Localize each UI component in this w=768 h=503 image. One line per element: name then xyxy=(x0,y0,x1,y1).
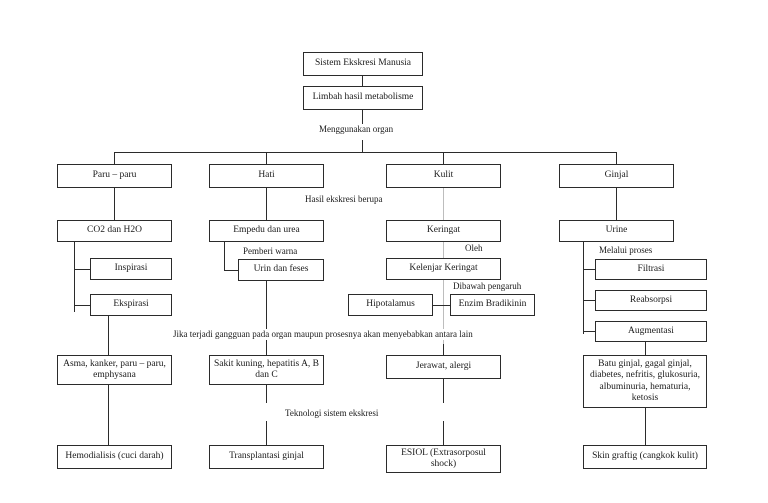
node-inspiration: Inspirasi xyxy=(90,258,172,280)
connector-liver-to-urine-feces xyxy=(224,270,238,271)
edge-label-by: Oleh xyxy=(463,243,485,254)
connector-disorder-lungs-down xyxy=(108,385,109,445)
connector-waste-down xyxy=(362,110,363,124)
connector-skin-to-disorder xyxy=(443,344,444,355)
connector-lungs-sub-spine xyxy=(74,242,75,312)
edge-label-under-influence: Dibawah pengaruh xyxy=(451,281,524,292)
node-sweat-gland: Kelenjar Keringat xyxy=(386,258,501,280)
bus-drop-skin xyxy=(443,152,444,164)
node-organ-liver: Hati xyxy=(209,164,324,188)
connector-urine-feces-to-disorder xyxy=(266,281,267,355)
node-product-liver: Empedu dan urea xyxy=(209,220,324,242)
connector-disorder-liver-down2 xyxy=(266,421,267,445)
node-product-kidney: Urine xyxy=(559,220,674,242)
connector-kidney-to-filtration xyxy=(583,269,595,270)
connector-augmentation-to-disorder xyxy=(645,342,646,355)
node-urine-feces: Urin dan feses xyxy=(238,259,324,281)
edge-label-through-process: Melalui proses xyxy=(597,245,655,256)
node-product-skin: Keringat xyxy=(386,220,501,242)
connector-lungs-to-inspiration xyxy=(74,269,90,270)
node-bradykinin-enzyme: Enzim Bradikinin xyxy=(450,294,535,316)
node-disorder-liver: Sakit kuning, hepatitis A, B dan C xyxy=(209,355,324,385)
connector-disorder-skin-down xyxy=(443,379,444,403)
node-filtration: Filtrasi xyxy=(595,259,707,280)
connector-uses-organ-down xyxy=(362,140,363,152)
connector-lungs-to-expiration xyxy=(74,305,90,306)
node-organ-kidney: Ginjal xyxy=(559,164,674,188)
node-reabsorption: Reabsorpsi xyxy=(595,290,707,311)
connector-liver-to-product xyxy=(266,188,267,220)
connector-kidney-to-product xyxy=(616,188,617,220)
connector-skin-to-product xyxy=(443,188,444,220)
node-organ-lungs: Paru – paru xyxy=(57,164,172,188)
edge-label-uses-organ: Menggunakan organ xyxy=(317,124,396,135)
connector-disorder-skin-down2 xyxy=(443,421,444,445)
bus-drop-kidney xyxy=(616,152,617,164)
edge-label-excretion-result: Hasil ekskresi berupa xyxy=(303,194,385,205)
node-technology-transplant: Transplantasi ginjal xyxy=(209,445,324,469)
edge-label-technology: Teknologi sistem ekskresi xyxy=(283,408,381,419)
node-technology-skin-graft: Skin graftig (cangkok kulit) xyxy=(583,445,707,469)
connector-root-to-waste xyxy=(362,76,363,86)
connector-disorder-kidney-down xyxy=(645,408,646,445)
node-root: Sistem Ekskresi Manusia xyxy=(303,52,423,76)
connector-expiration-to-disorder xyxy=(108,316,109,355)
node-technology-hemodialysis: Hemodialisis (cuci darah) xyxy=(57,445,172,469)
node-hypothalamus: Hipotalamus xyxy=(348,294,433,316)
node-disorder-skin: Jerawat, alergi xyxy=(386,355,501,379)
node-technology-esiol: ESIOL (Extrasorposul shock) xyxy=(386,445,501,473)
connector-lungs-to-product xyxy=(114,188,115,220)
connector-liver-sub-spine xyxy=(224,242,225,270)
bus-organs-horizontal xyxy=(114,152,616,153)
node-augmentation: Augmentasi xyxy=(595,321,707,342)
connector-disorder-liver-down xyxy=(266,385,267,403)
node-product-lungs: CO2 dan H2O xyxy=(57,220,172,242)
connector-hypothalamus-to-enzyme xyxy=(433,305,450,306)
edge-label-color-giver: Pemberi warna xyxy=(241,246,300,257)
bus-drop-lungs xyxy=(114,152,115,164)
connector-sweat-to-gland xyxy=(443,242,444,258)
connector-kidney-to-augmentation xyxy=(583,331,595,332)
connector-gland-down xyxy=(443,280,444,355)
node-expiration: Ekspirasi xyxy=(90,294,172,316)
node-waste: Limbah hasil metabolisme xyxy=(303,86,423,110)
connector-kidney-to-reabsorption xyxy=(583,300,595,301)
node-organ-skin: Kulit xyxy=(386,164,501,188)
connector-kidney-sub-spine xyxy=(583,242,584,334)
node-disorder-lungs: Asma, kanker, paru – paru, emphysana xyxy=(57,355,172,385)
edge-label-if-disorder: Jika terjadi gangguan pada organ maupun … xyxy=(171,329,475,340)
node-disorder-kidney: Batu ginjal, gagal ginjal, diabetes, nef… xyxy=(583,355,707,408)
bus-drop-liver xyxy=(266,152,267,164)
